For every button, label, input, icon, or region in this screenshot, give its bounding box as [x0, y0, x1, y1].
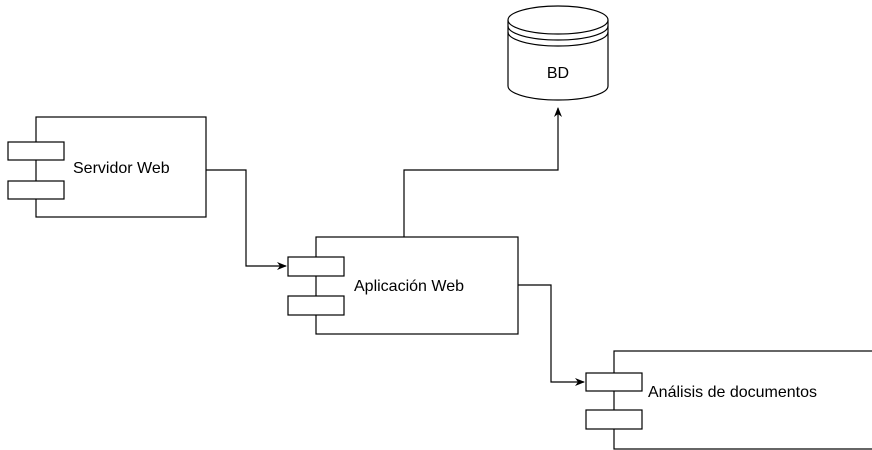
doc-analysis-label: Análisis de documentos [648, 384, 817, 401]
doc-analysis-node[interactable]: Análisis de documentos [585, 350, 872, 450]
database-label: BD [547, 65, 569, 82]
database-cylinder-ring-2 [507, 31, 609, 47]
edge-web-app-to-database [403, 107, 562, 237]
doc-analysis-port-bottom [585, 409, 643, 430]
web-server-box [35, 116, 207, 218]
web-app-port-bottom [287, 295, 345, 316]
web-server-port-top [7, 141, 65, 161]
web-server-port-bottom [7, 180, 65, 200]
web-app-node[interactable]: Aplicación Web [287, 236, 519, 335]
doc-analysis-box [613, 350, 872, 450]
database-cylinder-body [507, 20, 609, 101]
web-server-label: Servidor Web [73, 160, 170, 177]
web-app-port-top [287, 256, 345, 277]
database-cylinder-ring-1 [507, 25, 609, 41]
database-cylinder-top [507, 5, 609, 35]
edge-web-server-to-web-app [206, 169, 287, 270]
database-node[interactable]: BD [507, 5, 609, 101]
web-server-node[interactable]: Servidor Web [7, 116, 207, 218]
edge-web-app-to-doc-analysis [518, 284, 585, 386]
web-app-label: Aplicación Web [354, 278, 464, 295]
doc-analysis-port-top [585, 372, 643, 392]
